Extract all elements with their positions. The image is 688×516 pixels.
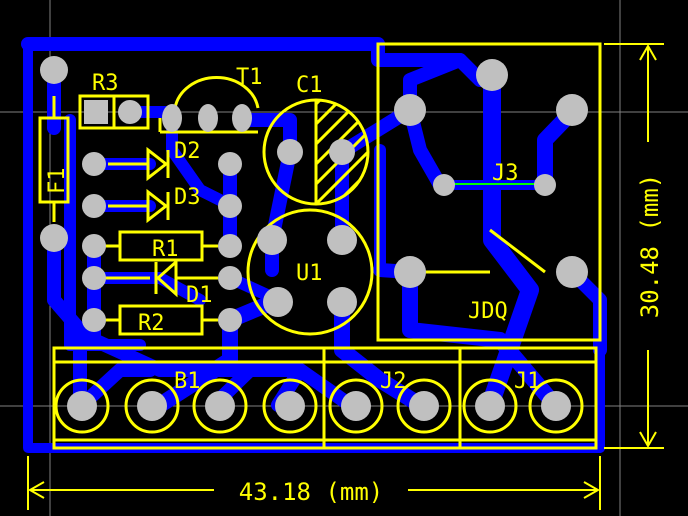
pad-r2-2 bbox=[218, 308, 242, 332]
pad-j2-2 bbox=[409, 391, 439, 421]
pad-d2-2 bbox=[218, 152, 242, 176]
u1-outline bbox=[246, 208, 374, 336]
pad-f1-top bbox=[40, 56, 68, 84]
pad-u1-4 bbox=[327, 287, 357, 317]
t1-outline bbox=[173, 76, 260, 109]
pad-t1-1 bbox=[162, 104, 182, 132]
pad-b1-4 bbox=[275, 391, 305, 421]
pad-d3-2 bbox=[218, 194, 242, 218]
pad-r1-1 bbox=[82, 234, 106, 258]
label-j3: J3 bbox=[492, 161, 519, 186]
relay-switch-symbol bbox=[489, 228, 546, 274]
pad-r3-1 bbox=[84, 100, 108, 124]
pad-t1-2 bbox=[198, 104, 218, 132]
pad-j1-1 bbox=[475, 391, 505, 421]
dimension-width-label: 43.18 (mm) bbox=[239, 478, 384, 506]
pad-d3-1 bbox=[82, 194, 106, 218]
keepout-edges bbox=[26, 42, 378, 312]
pads bbox=[40, 56, 588, 332]
designators: R3 T1 C1 F1 D2 D3 R1 D1 R2 U1 J3 JDQ B1 … bbox=[45, 65, 541, 394]
pad-relay-1 bbox=[476, 59, 508, 91]
pad-u1-2 bbox=[327, 225, 357, 255]
pad-c1-2 bbox=[329, 139, 355, 165]
pad-f1-bottom bbox=[40, 224, 68, 252]
label-jdq: JDQ bbox=[468, 299, 508, 324]
dimension-width bbox=[27, 456, 601, 510]
label-j2: J2 bbox=[380, 369, 407, 394]
label-d1: D1 bbox=[186, 283, 213, 308]
label-t1: T1 bbox=[236, 65, 263, 90]
pad-d2-1 bbox=[82, 152, 106, 176]
relay-outline bbox=[376, 42, 602, 342]
pad-relay-5 bbox=[556, 256, 588, 288]
pad-c1-1 bbox=[277, 139, 303, 165]
silkscreen-outlines bbox=[38, 42, 602, 450]
pad-u1-1 bbox=[257, 225, 287, 255]
pad-b1-3 bbox=[205, 391, 235, 421]
label-u1: U1 bbox=[296, 261, 323, 286]
pad-r3-2 bbox=[118, 100, 142, 124]
pad-b1-2 bbox=[137, 391, 167, 421]
label-r1: R1 bbox=[152, 237, 179, 262]
label-j1: J1 bbox=[514, 369, 541, 394]
pad-relay-4 bbox=[394, 256, 426, 288]
dimension-height-label: 30.48 (mm) bbox=[636, 174, 664, 319]
pad-j2-1 bbox=[341, 391, 371, 421]
dimension-height bbox=[604, 43, 664, 449]
pad-b1-1 bbox=[67, 391, 97, 421]
pad-j3-1 bbox=[433, 174, 455, 196]
pad-d1-2 bbox=[218, 266, 242, 290]
pad-relay-3 bbox=[556, 94, 588, 126]
label-d3: D3 bbox=[174, 185, 201, 210]
label-f1: F1 bbox=[45, 168, 70, 195]
label-r3: R3 bbox=[92, 71, 119, 96]
pad-r2-1 bbox=[82, 308, 106, 332]
pad-j3-2 bbox=[534, 174, 556, 196]
pad-u1-3 bbox=[263, 287, 293, 317]
label-c1: C1 bbox=[296, 73, 323, 98]
label-r2: R2 bbox=[138, 311, 165, 336]
terminal-pads bbox=[54, 378, 584, 434]
label-b1: B1 bbox=[174, 369, 201, 394]
pad-r1-2 bbox=[218, 234, 242, 258]
pad-d1-1 bbox=[82, 266, 106, 290]
pad-relay-2 bbox=[394, 94, 426, 126]
pad-j1-2 bbox=[541, 391, 571, 421]
label-d2: D2 bbox=[174, 139, 201, 164]
pad-t1-3 bbox=[232, 104, 252, 132]
